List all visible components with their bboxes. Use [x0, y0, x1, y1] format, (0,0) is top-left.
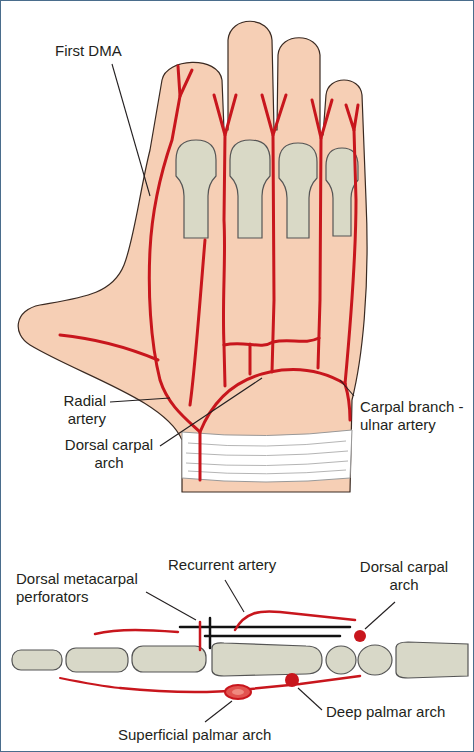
band-stripe: [188, 441, 346, 446]
leader-line: [205, 701, 232, 722]
metacarpal-bone: [279, 143, 317, 238]
anatomy-label: Deep palmar arch: [326, 703, 466, 721]
dorsal-metacarpal-artery: [223, 135, 225, 386]
anatomy-label: Dorsal metacarpal perforators: [16, 570, 156, 606]
anatomy-label: First DMA: [55, 42, 155, 60]
radius-bone: [396, 642, 468, 678]
artery-branch: [190, 240, 205, 405]
dorsal-metacarpal-artery: [345, 130, 356, 384]
band-stripe: [186, 461, 348, 466]
superficial-palmar-arch-mark: [225, 685, 251, 699]
extensor-retinaculum: [182, 430, 352, 482]
metacarpal-bone: [176, 140, 216, 238]
hand-outline: [18, 21, 367, 492]
middle-phalanx: [66, 648, 128, 672]
anatomy-label: Superficial palmar arch: [118, 726, 318, 744]
leader-line: [112, 64, 150, 196]
metacarpal-bone: [212, 643, 322, 676]
dorsal-carpal-arch-dot: [354, 630, 366, 642]
dorsal-vessel-black: [180, 626, 350, 629]
metacarpal-bones: [176, 140, 358, 238]
leader-line: [365, 602, 395, 629]
deep-palmar-arch-dot: [285, 673, 299, 687]
lateral-bones: [12, 642, 468, 678]
artery-branch: [262, 95, 286, 135]
artery-branch: [180, 70, 192, 96]
band-stripe: [186, 451, 348, 456]
dorsal-metacarpal-artery: [318, 138, 321, 368]
anatomy-label: Carpal branch -ulnar artery: [360, 398, 470, 434]
distal-phalanx: [12, 650, 62, 670]
anatomy-label: Dorsal carpal arch: [55, 436, 163, 472]
radial-artery: [149, 66, 200, 480]
artery-connection: [249, 344, 252, 374]
metacarpal-bone: [326, 148, 358, 236]
band-stripe: [188, 470, 346, 474]
leader-line: [298, 688, 322, 710]
carpal-bone: [358, 645, 392, 675]
leader-line: [110, 398, 170, 402]
digital-vessel: [95, 630, 178, 634]
superficial-palmar-arch-core: [232, 689, 244, 695]
leader-line: [225, 580, 244, 612]
recurrent-artery: [235, 611, 355, 630]
perforator: [209, 618, 212, 648]
proximal-phalanx: [132, 646, 206, 672]
anatomy-label: Dorsal carpal arch: [350, 558, 458, 594]
anatomy-label: Recurrent artery: [168, 556, 298, 574]
artery-connection: [224, 338, 319, 345]
perforator: [199, 622, 202, 650]
dorsal-vessel-black: [205, 635, 340, 638]
leader-line: [160, 378, 262, 446]
leader-line: [340, 380, 354, 396]
artery-branch: [214, 95, 236, 135]
dorsal-carpal-arch-vessel: [200, 370, 345, 432]
metacarpal-bone: [230, 140, 270, 238]
dorsal-metacarpal-artery: [272, 135, 274, 372]
artery-branch: [346, 105, 358, 130]
wrist-band: [182, 430, 352, 482]
anatomy-label: Radial artery: [40, 392, 106, 428]
leader-line: [146, 592, 196, 620]
leader-lines: [110, 64, 354, 446]
palmar-vessel: [60, 678, 120, 688]
leader-lines: [146, 580, 395, 722]
artery-branch: [312, 100, 332, 138]
carpal-bone: [326, 646, 356, 674]
lateral-vessels: [60, 611, 366, 699]
thumb-branch: [60, 335, 158, 360]
